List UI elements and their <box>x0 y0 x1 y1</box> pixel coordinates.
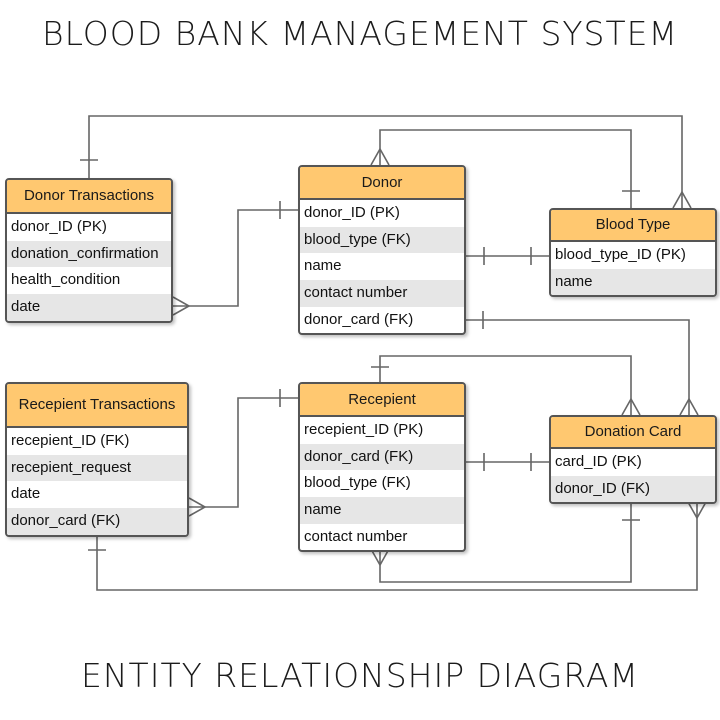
field-row: blood_type_ID (PK) <box>555 246 686 263</box>
entity-header: Donor Transactions <box>7 180 171 214</box>
field-row: contact number <box>304 527 408 545</box>
crow-foot <box>188 497 207 517</box>
field-row: donor_card (FK) <box>300 443 464 471</box>
diagram-subtitle: ENTITY RELATIONSHIP DIAGRAM <box>81 656 639 695</box>
entity-blood-type: Blood Type blood_type_ID (PK) name <box>549 208 717 298</box>
field-row: donor_card (FK) <box>7 508 187 535</box>
field-row: date <box>7 294 171 321</box>
crow-foot <box>687 501 707 520</box>
entity-recepient: Recepient recepient_ID (PK) donor_card (… <box>298 382 466 553</box>
entity-donation-card: Donation Card card_ID (PK) donor_ID (FK) <box>549 415 717 505</box>
field-row: donor_card (FK) <box>304 310 414 328</box>
field-row: name <box>551 268 715 296</box>
entity-header: Blood Type <box>551 210 715 242</box>
field-row: date <box>11 485 41 503</box>
field-row: blood_type (FK) <box>300 226 464 254</box>
field-row: card_ID (PK) <box>555 453 642 470</box>
entity-header: Donor <box>300 167 464 200</box>
crow-foot <box>679 397 699 416</box>
field-row: donor_ID (FK) <box>551 475 715 503</box>
field-row: recepient_request <box>7 454 187 482</box>
relation-dt-bloodtype <box>88 115 683 208</box>
entity-recepient-transactions: Recepient Transactions recepient_ID (FK)… <box>5 382 189 537</box>
relation-rt-card <box>96 502 698 591</box>
relation-donor-card <box>465 319 690 415</box>
crow-foot <box>370 548 390 567</box>
entity-donor: Donor donor_ID (PK) blood_type (FK) name… <box>298 165 466 336</box>
field-row: donor_ID (PK) <box>11 218 107 235</box>
field-row: health_condition <box>11 271 121 289</box>
field-row: recepient_ID (PK) <box>304 421 424 438</box>
relation-rec-card-top <box>379 355 632 415</box>
field-row: name <box>300 497 464 524</box>
field-row: donor_ID (PK) <box>304 204 400 221</box>
field-row: donation_confirmation <box>7 240 171 268</box>
field-row: blood_type (FK) <box>304 474 411 492</box>
field-row: recepient_ID (FK) <box>11 432 130 449</box>
relation-dt-donor <box>173 209 298 307</box>
crow-foot <box>672 190 692 209</box>
crow-foot <box>621 397 641 416</box>
entity-header: Recepient <box>300 384 464 417</box>
entity-donor-transactions: Donor Transactions donor_ID (PK) donatio… <box>5 178 173 323</box>
field-row: name <box>304 257 342 275</box>
diagram-title: BLOOD BANK MANAGEMENT SYSTEM <box>41 14 678 53</box>
crow-foot <box>370 147 390 166</box>
relation-rt-rec <box>189 397 298 508</box>
crow-foot <box>172 296 191 316</box>
entity-header: Recepient Transactions <box>7 384 187 428</box>
field-row: contact number <box>300 280 464 307</box>
entity-header: Donation Card <box>551 417 715 449</box>
